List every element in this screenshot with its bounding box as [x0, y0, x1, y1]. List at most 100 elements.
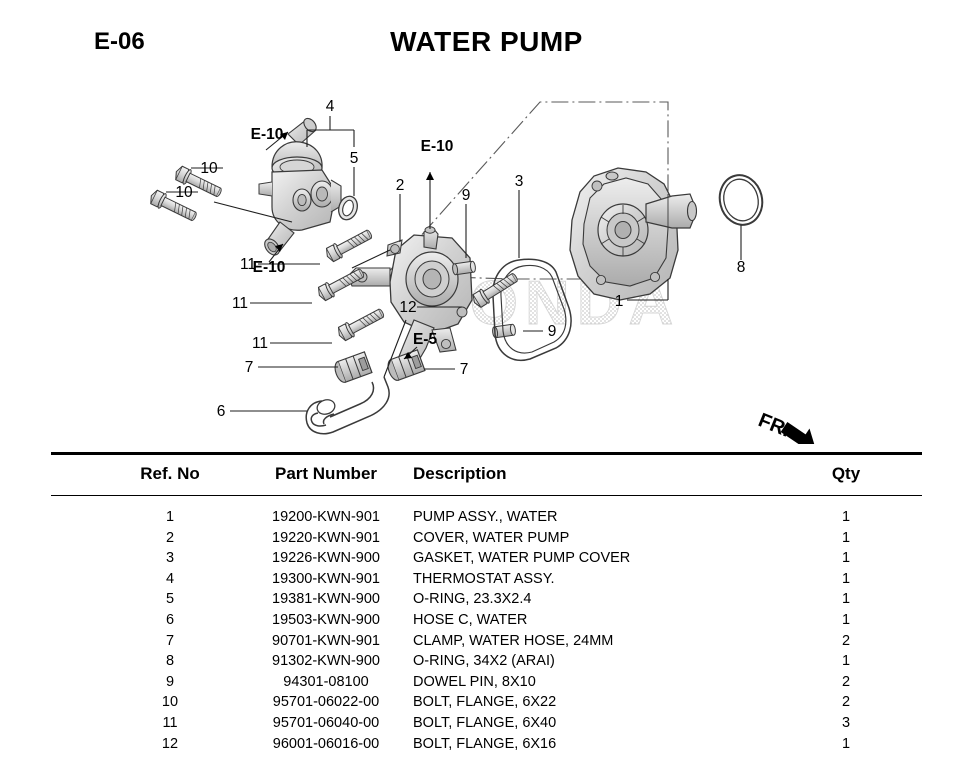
table-top-rule — [51, 452, 922, 455]
callout-9-upper: 9 — [462, 187, 471, 204]
callout-7-left: 7 — [245, 359, 254, 376]
hose-6 — [305, 376, 390, 435]
orientation-marker: FR. — [755, 409, 816, 444]
part-qty: 2 — [841, 632, 851, 649]
clamp-7-left — [334, 351, 373, 383]
table-row[interactable]: 3 19226-KWN-900 GASKET, WATER PUMP COVER 1 — [51, 548, 922, 569]
page-title: WATER PUMP — [390, 26, 583, 57]
table-row[interactable]: 7 90701-KWN-901 CLAMP, WATER HOSE, 24MM 2 — [51, 631, 922, 652]
part-description: BOLT, FLANGE, 6X22 — [413, 694, 557, 711]
part-description: HOSE C, WATER — [413, 611, 528, 628]
part-description: BOLT, FLANGE, 6X40 — [413, 714, 557, 731]
callout-10-upper: 10 — [200, 160, 218, 177]
part-ref-no: 9 — [165, 673, 175, 690]
part-qty: 1 — [841, 509, 851, 525]
callout-12: 12 — [399, 299, 416, 316]
part-description: DOWEL PIN, 8X10 — [413, 673, 536, 690]
part-qty: 1 — [841, 591, 851, 608]
part-number: 19381-KWN-900 — [272, 591, 380, 608]
part-number: 96001-06016-00 — [272, 735, 380, 752]
part-ref-no: 10 — [161, 694, 179, 711]
callout-4: 4 — [326, 98, 335, 115]
table-header-row: Ref. No Part Number Description Qty — [51, 455, 922, 495]
part-qty: 3 — [841, 714, 851, 731]
callout-2: 2 — [396, 177, 405, 194]
table-row[interactable]: 8 91302-KWN-900 O-RING, 34X2 (ARAI) 1 — [51, 651, 922, 672]
xref-e10-top: E-10 — [251, 126, 284, 143]
part-description: BOLT, FLANGE, 6X16 — [413, 735, 557, 752]
xref-e5: E-5 — [413, 331, 438, 348]
part-qty: 1 — [841, 570, 851, 587]
part-ref-no: 4 — [165, 570, 175, 587]
bolt-11-a — [323, 225, 375, 264]
part-qty: 1 — [841, 653, 851, 670]
leader-lines — [166, 116, 742, 412]
column-header-description: Description — [413, 464, 507, 483]
page-header: E-06 WATER PUMP — [0, 0, 973, 72]
bolt-11-c — [335, 304, 387, 343]
table-row[interactable]: 5 19381-KWN-900 O-RING, 23.3X2.4 1 — [51, 589, 922, 610]
part-ref-no: 7 — [165, 632, 175, 649]
part-ref-no: 3 — [165, 550, 175, 567]
part-qty: 1 — [841, 550, 851, 567]
table-header-rule — [51, 495, 922, 496]
assembly-1-boundary — [384, 101, 669, 280]
callout-8: 8 — [737, 259, 746, 276]
callout-7-right: 7 — [460, 361, 469, 378]
part-number: 19220-KWN-901 — [272, 529, 380, 546]
callout-6: 6 — [217, 403, 226, 420]
part-description: GASKET, WATER PUMP COVER — [413, 550, 631, 567]
table-row[interactable]: 9 94301-08100 DOWEL PIN, 8X10 2 — [51, 672, 922, 693]
callout-11-a: 11 — [240, 256, 256, 273]
part-description: O-RING, 23.3X2.4 — [413, 591, 532, 608]
callout-9-lower: 9 — [548, 323, 557, 340]
oring-8 — [718, 174, 764, 226]
part-ref-no: 12 — [161, 735, 179, 752]
part-ref-no: 11 — [162, 714, 178, 731]
diagram-canvas: HONDA — [147, 98, 816, 444]
clamp-7-right — [387, 349, 426, 381]
part-ref-no: 6 — [165, 611, 175, 628]
table-row[interactable]: 1 19200-KWN-901 PUMP ASSY., WATER 1 — [51, 507, 922, 528]
xref-e10-center: E-10 — [421, 138, 454, 155]
oring-5 — [338, 195, 358, 221]
part-number: 19226-KWN-900 — [272, 550, 380, 567]
callout-5: 5 — [350, 150, 359, 167]
part-qty: 1 — [841, 735, 851, 752]
thermostat-assembly — [258, 117, 342, 256]
part-number: 19200-KWN-901 — [272, 509, 380, 525]
callout-11-b: 11 — [232, 295, 248, 312]
callout-10-lower: 10 — [175, 184, 193, 201]
pump-assembly-1 — [569, 167, 698, 301]
part-ref-no: 1 — [165, 509, 175, 525]
part-qty: 2 — [841, 694, 851, 711]
fr-arrow-icon — [780, 422, 816, 444]
part-description: COVER, WATER PUMP — [413, 529, 570, 546]
callout-1: 1 — [615, 293, 624, 310]
part-number: 90701-KWN-901 — [272, 632, 380, 649]
part-description: PUMP ASSY., WATER — [413, 509, 558, 525]
section-code: E-06 — [94, 28, 145, 55]
table-row[interactable]: 12 96001-06016-00 BOLT, FLANGE, 6X16 1 — [51, 734, 922, 755]
part-ref-no: 8 — [165, 653, 175, 670]
part-description: O-RING, 34X2 (ARAI) — [413, 653, 555, 670]
part-number: 91302-KWN-900 — [272, 653, 380, 670]
part-description: CLAMP, WATER HOSE, 24MM — [413, 632, 614, 649]
callout-11-c: 11 — [252, 335, 268, 352]
part-number: 19300-KWN-901 — [272, 570, 380, 587]
column-header-ref-no: Ref. No — [140, 464, 200, 483]
part-qty: 1 — [841, 611, 851, 628]
parts-diagram: HONDA — [0, 72, 973, 444]
part-qty: 1 — [841, 529, 851, 546]
part-number: 94301-08100 — [283, 673, 369, 690]
xref-e10-bottom: E-10 — [253, 259, 286, 276]
part-ref-no: 5 — [165, 591, 175, 608]
part-qty: 2 — [841, 673, 851, 690]
column-header-part-number: Part Number — [274, 464, 378, 483]
